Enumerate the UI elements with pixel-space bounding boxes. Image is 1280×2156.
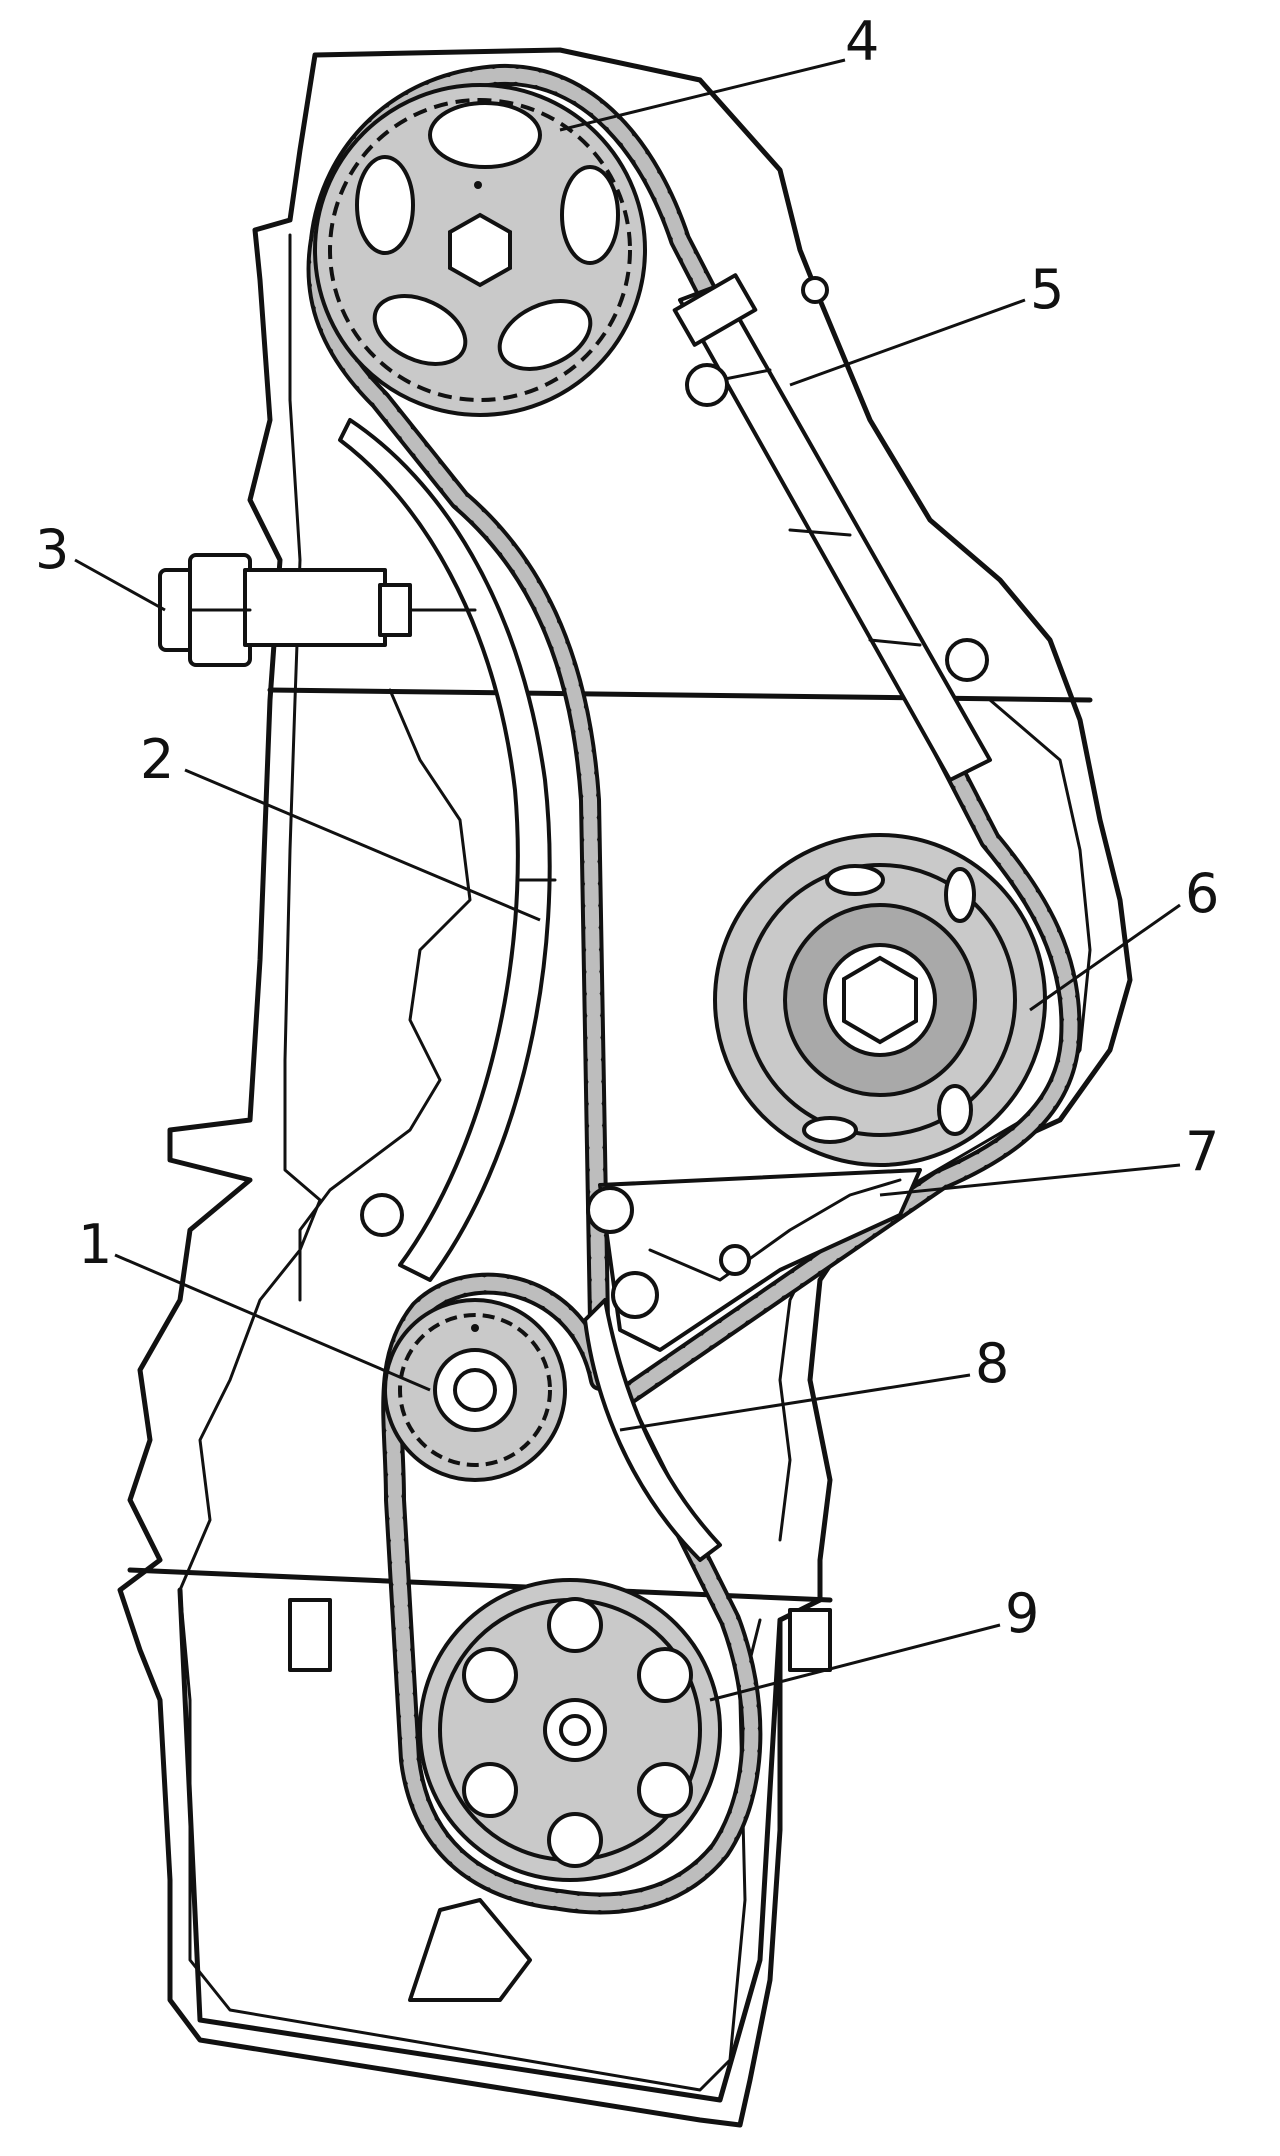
leader-3 xyxy=(74,558,166,612)
oil-pan-mount xyxy=(788,1608,832,1672)
callout-9: 9 xyxy=(1005,1582,1039,1645)
intermediate-shaft-sprocket xyxy=(713,833,1047,1167)
leader-6 xyxy=(1029,903,1181,1012)
callout-2: 2 xyxy=(140,728,174,791)
camshaft-sprocket xyxy=(313,83,647,417)
oil-pan-bolt xyxy=(288,1598,332,1672)
crankshaft-sprocket xyxy=(383,1298,567,1482)
engine-housing-outline xyxy=(117,47,1133,2128)
timing-chain-links xyxy=(310,67,1078,1911)
callout-3: 3 xyxy=(35,518,69,581)
housing-right-contour xyxy=(778,698,1092,1542)
leader-1 xyxy=(114,1253,431,1392)
upper-chain-guide xyxy=(672,273,992,782)
housing-inner-contour xyxy=(178,233,762,2092)
housing-water-jacket-contour xyxy=(298,688,472,1302)
leader-9 xyxy=(709,1623,1001,1702)
leader-8 xyxy=(619,1373,971,1432)
leader-5 xyxy=(789,298,1026,387)
callout-5: 5 xyxy=(1030,258,1064,321)
oil-pan-outline xyxy=(177,1587,783,2103)
guide-pivot-bolt xyxy=(360,1193,404,1237)
oil-pump-sprocket xyxy=(418,1578,722,1882)
callout-6: 6 xyxy=(1185,862,1219,925)
chain-tensioner-shoe xyxy=(583,1271,722,1562)
chain-guide-rail xyxy=(338,418,552,1282)
leader-7 xyxy=(879,1163,1181,1197)
callout-1: 1 xyxy=(78,1213,112,1276)
callout-7: 7 xyxy=(1185,1120,1219,1183)
callout-4: 4 xyxy=(845,10,879,73)
leader-2 xyxy=(184,768,541,922)
oil-pickup-bracket xyxy=(408,1898,532,2002)
chain-tensioner xyxy=(158,553,477,667)
lower-right-chain-guide xyxy=(586,1168,922,1352)
callout-8: 8 xyxy=(975,1332,1009,1395)
leader-4 xyxy=(559,58,846,132)
